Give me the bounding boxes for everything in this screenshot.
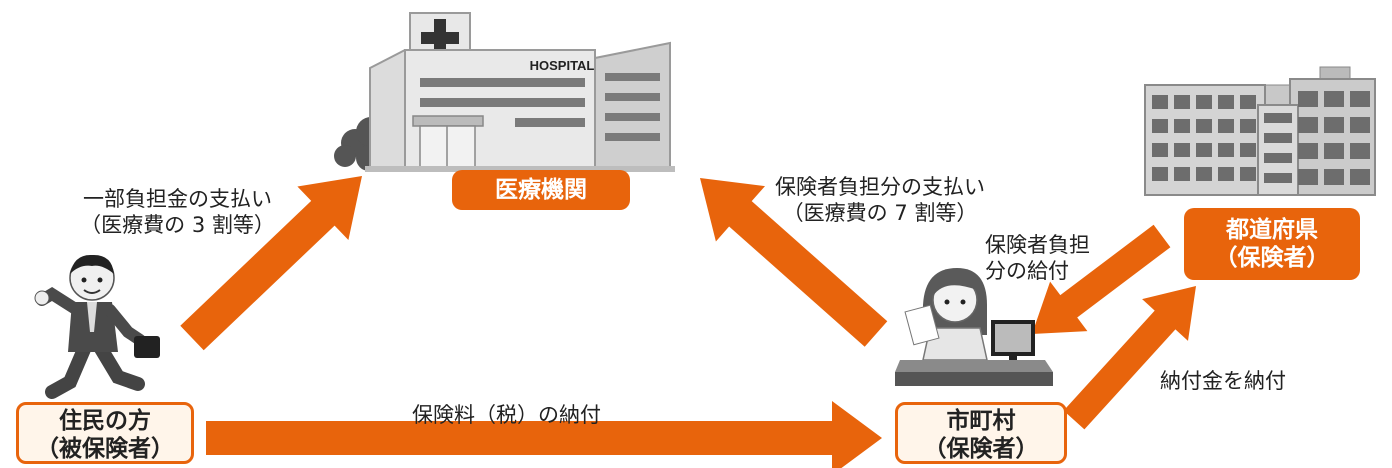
window-icon bbox=[1350, 143, 1370, 159]
hospital-sign: HOSPITAL bbox=[530, 58, 595, 73]
prefecture-building-icon bbox=[1144, 66, 1376, 196]
window-icon bbox=[1218, 143, 1234, 157]
window-icon bbox=[1174, 95, 1190, 109]
contribution-arrow bbox=[1063, 286, 1196, 430]
window-icon bbox=[1298, 169, 1318, 185]
window-icon bbox=[1218, 95, 1234, 109]
window-icon bbox=[1324, 91, 1344, 107]
window-icon bbox=[1152, 119, 1168, 133]
window-icon bbox=[1152, 167, 1168, 181]
window-icon bbox=[1196, 95, 1212, 109]
benefit-caption: 保険者負担 分の給付 bbox=[985, 233, 1090, 283]
window-icon bbox=[1240, 167, 1256, 181]
prefecture-windows bbox=[1152, 91, 1370, 185]
window-icon bbox=[1196, 119, 1212, 133]
window-icon bbox=[1350, 169, 1370, 185]
window-icon bbox=[1298, 143, 1318, 159]
window-icon bbox=[1240, 119, 1256, 133]
resident-label-line2: （被保険者） bbox=[36, 436, 174, 462]
prefecture-label: 都道府県 （保険者） bbox=[1184, 208, 1360, 280]
municipality-label: 市町村 （保険者） bbox=[895, 402, 1067, 464]
hospital-label: 医療機関 bbox=[452, 170, 630, 210]
premium-arrow bbox=[206, 401, 882, 468]
hospital-building-icon: HOSPITAL bbox=[334, 12, 675, 172]
copay-caption: 一部負担金の支払い （医療費の 3 割等） bbox=[80, 187, 275, 237]
window-icon bbox=[1152, 95, 1168, 109]
resident-label: 住民の方 （被保険者） bbox=[16, 402, 194, 464]
prefecture-label-line2: （保険者） bbox=[1214, 245, 1330, 271]
resident-label-line1: 住民の方 bbox=[59, 408, 151, 434]
window-icon bbox=[1240, 143, 1256, 157]
window-icon bbox=[1264, 153, 1292, 163]
window-icon bbox=[1264, 173, 1292, 183]
prefecture-label-line1: 都道府県 bbox=[1226, 217, 1318, 243]
window-icon bbox=[1240, 95, 1256, 109]
municipality-label-line1: 市町村 bbox=[946, 408, 1016, 434]
office-worker-icon bbox=[895, 268, 1053, 386]
window-icon bbox=[1196, 167, 1212, 181]
window-icon bbox=[1174, 167, 1190, 181]
window-icon bbox=[1324, 169, 1344, 185]
window-icon bbox=[1324, 117, 1344, 133]
insurer-payment-arrow bbox=[700, 178, 888, 347]
window-icon bbox=[1196, 143, 1212, 157]
businessman-icon bbox=[34, 254, 160, 399]
window-icon bbox=[1350, 91, 1370, 107]
window-icon bbox=[1324, 143, 1344, 159]
window-icon bbox=[1174, 119, 1190, 133]
window-icon bbox=[1264, 113, 1292, 123]
window-icon bbox=[1174, 143, 1190, 157]
window-icon bbox=[1298, 91, 1318, 107]
insurer-payment-caption: 保険者負担分の支払い （医療費の 7 割等） bbox=[775, 175, 985, 225]
window-icon bbox=[1218, 119, 1234, 133]
window-icon bbox=[1264, 133, 1292, 143]
benefit-arrow bbox=[1032, 224, 1171, 334]
window-icon bbox=[1218, 167, 1234, 181]
copay-arrow bbox=[180, 176, 362, 351]
window-icon bbox=[1350, 117, 1370, 133]
arrow-layer bbox=[180, 176, 1196, 468]
window-icon bbox=[1298, 117, 1318, 133]
window-icon bbox=[1152, 143, 1168, 157]
municipality-label-line2: （保険者） bbox=[923, 436, 1039, 462]
contribution-caption: 納付金を納付 bbox=[1160, 369, 1286, 393]
premium-caption: 保険料（税）の納付 bbox=[412, 403, 601, 427]
